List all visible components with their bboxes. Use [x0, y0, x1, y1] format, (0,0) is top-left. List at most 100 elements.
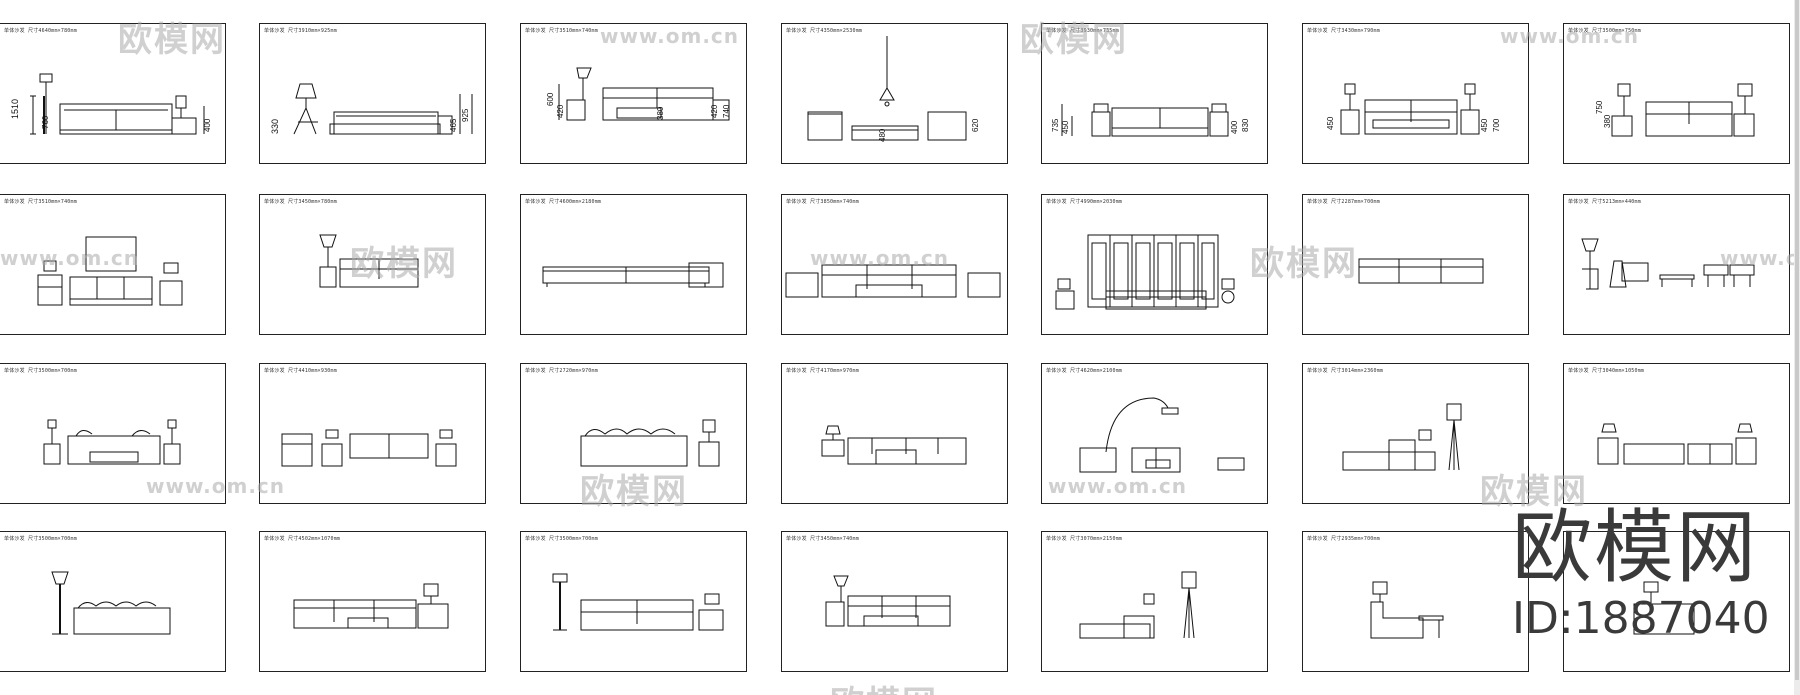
sofa-elevation-drawing — [37, 236, 183, 306]
sofa-elevation-sheet-7: 单体沙发 尺寸3500mm×750mm 750 380 — [1563, 23, 1790, 164]
sofa-elevation-drawing — [821, 425, 967, 465]
sofa-elevation-sheet-19: 单体沙发 尺寸4620mm×2100mm — [1041, 363, 1268, 504]
sofa-elevation-sheet-14: 单体沙发 尺寸5213mm×440mm — [1563, 194, 1790, 335]
sofa-elevation-drawing: 750 380 — [1595, 83, 1755, 137]
sofa-elevation-drawing — [580, 419, 720, 467]
dim-sofa-label: 620 — [971, 118, 980, 132]
vertical-scrollbar[interactable] — [1794, 0, 1800, 695]
sheet-caption: 单体沙发 尺寸3510mm×740mm — [4, 199, 77, 205]
dim-lamp-label: 750 — [1595, 100, 1604, 114]
sofa-elevation-sheet-4: 单体沙发 尺寸4350mm×2530mm 480 620 — [781, 23, 1008, 164]
sofa-elevation-sheet-12: 单体沙发 尺寸4990mm×2030mm — [1041, 194, 1268, 335]
dim-chair-label: 330 — [270, 119, 280, 134]
sofa-elevation-sheet-5: 单体沙发 尺寸3930mm×735mm 735 450 400 830 — [1041, 23, 1268, 164]
sofa-elevation-drawing — [1358, 258, 1484, 284]
dim-coffee-label: 380 — [656, 106, 665, 120]
sofa-elevation-drawing — [319, 234, 419, 288]
dim-side-label: 400 — [1230, 120, 1239, 134]
sheet-caption: 单体沙发 尺寸4600mm×2180mm — [525, 199, 602, 205]
sofa-elevation-sheet-26: 单体沙发 尺寸3070mm×2150mm — [1041, 531, 1268, 672]
sofa-elevation-drawing — [785, 264, 1001, 298]
sofa-elevation-sheet-17: 单体沙发 尺寸2720mm×970mm — [520, 363, 747, 504]
sofa-elevation-drawing — [1633, 581, 1695, 635]
dim-seat-label: 465 — [449, 118, 458, 132]
sofa-elevation-drawing — [825, 575, 951, 627]
sofa-elevation-sheet-15: 单体沙发 尺寸3500mm×700mm — [0, 363, 226, 504]
sofa-elevation-sheet-21: 单体沙发 尺寸3040mm×1050mm — [1563, 363, 1790, 504]
model-id: ID:1887040 — [1512, 593, 1770, 644]
sheet-caption: 单体沙发 尺寸4410mm×930mm — [264, 368, 337, 374]
sheet-caption: 单体沙发 尺寸3500mm×700mm — [525, 536, 598, 542]
sheet-caption: 单体沙发 尺寸3500mm×750mm — [1568, 28, 1641, 34]
dim-side-label: 420 — [710, 104, 719, 118]
dim-sofa-label: 830 — [1241, 118, 1250, 132]
sofa-elevation-drawing: 450 450 700 — [1326, 83, 1501, 135]
dim-side-label: 450 — [1480, 118, 1489, 132]
sheet-caption: 单体沙发 尺寸3510mm×740mm — [525, 28, 598, 34]
sheet-caption: 单体沙发 尺寸3500mm×700mm — [4, 368, 77, 374]
dim-height-label: 1510 — [10, 99, 20, 119]
sofa-elevation-drawing — [293, 583, 449, 629]
sofa-elevation-drawing — [1597, 423, 1757, 465]
sheet-caption: 单体沙发 尺寸4170mm×970mm — [786, 368, 859, 374]
sofa-elevation-sheet-25: 单体沙发 尺寸3450mm×740mm — [781, 531, 1008, 672]
sofa-elevation-drawing — [1342, 403, 1462, 471]
sofa-elevation-sheet-16: 单体沙发 尺寸4410mm×930mm — [259, 363, 486, 504]
dim-table-label: 450 — [1061, 120, 1070, 134]
sheet-caption: 单体沙发 尺寸3450mm×780mm — [264, 199, 337, 205]
sheet-caption: 单体沙发 尺寸2935mm×700mm — [1307, 536, 1380, 542]
sofa-elevation-drawing — [51, 571, 171, 635]
dim-table-label: 380 — [1603, 114, 1612, 128]
sheet-caption: 单体沙发 尺寸3910mm×925mm — [264, 28, 337, 34]
sheet-caption: 单体沙发 尺寸3070mm×2150mm — [1046, 536, 1123, 542]
dim-lamp-label: 600 — [546, 92, 555, 106]
sofa-elevation-drawing — [1370, 581, 1444, 639]
sheet-caption: 单体沙发 尺寸3040mm×1050mm — [1568, 368, 1645, 374]
scrollbar-thumb[interactable] — [1795, 0, 1799, 680]
sofa-elevation-sheet-13: 单体沙发 尺寸2287mm×700mm — [1302, 194, 1529, 335]
sheet-caption: 单体沙发 尺寸3850mm×740mm — [786, 199, 859, 205]
sofa-elevation-sheet-11: 单体沙发 尺寸3850mm×740mm — [781, 194, 1008, 335]
sofa-elevation-sheet-24: 单体沙发 尺寸3500mm×700mm — [520, 531, 747, 672]
sofa-elevation-drawing: 480 620 — [807, 36, 980, 142]
sofa-elevation-sheet-1: 单体沙发 尺寸4640mm×780mm 1510 760 400 — [0, 23, 226, 164]
sofa-elevation-sheet-27: 单体沙发 尺寸2935mm×700mm — [1302, 531, 1529, 672]
brand-overlay: 欧模网 ID:1887040 — [1512, 508, 1800, 644]
sofa-elevation-sheet-10: 单体沙发 尺寸4600mm×2180mm — [520, 194, 747, 335]
sofa-elevation-drawing: 1510 760 400 — [10, 73, 212, 135]
sheet-caption: 单体沙发 尺寸2287mm×700mm — [1307, 199, 1380, 205]
sheet-caption: 单体沙发 尺寸4990mm×2030mm — [1046, 199, 1123, 205]
sofa-elevation-drawing: 600 420 380 420 740 — [546, 67, 731, 121]
sheet-caption: 单体沙发 尺寸5213mm×440mm — [1568, 199, 1641, 205]
sofa-elevation-sheet-20: 单体沙发 尺寸3014mm×2360mm — [1302, 363, 1529, 504]
sofa-elevation-drawing — [43, 419, 181, 465]
dim-sofa-label: 740 — [722, 104, 731, 118]
sheet-caption: 单体沙发 尺寸3014mm×2360mm — [1307, 368, 1384, 374]
dim-table-label: 400 — [203, 118, 212, 132]
sofa-elevation-sheet-23: 单体沙发 尺寸4502mm×1070mm — [259, 531, 486, 672]
sofa-elevation-drawing — [1581, 238, 1755, 290]
sofa-elevation-drawing — [1079, 571, 1197, 639]
dim-total-label: 925 — [461, 108, 470, 122]
dim-sofa-label: 760 — [41, 115, 50, 129]
sheet-caption: 单体沙发 尺寸3930mm×735mm — [1046, 28, 1119, 34]
sofa-elevation-drawing — [1079, 397, 1245, 473]
sheet-caption: 单体沙发 尺寸4350mm×2530mm — [786, 28, 863, 34]
sofa-elevation-sheet-22: 单体沙发 尺寸3500mm×700mm — [0, 531, 226, 672]
sofa-elevation-sheet-8: 单体沙发 尺寸3510mm×740mm — [0, 194, 226, 335]
sheet-caption: 单体沙发 尺寸3430mm×790mm — [1307, 28, 1380, 34]
sofa-elevation-sheet-28 — [1563, 531, 1790, 672]
dim-sofa-label: 700 — [1492, 118, 1501, 132]
sofa-elevation-drawing — [542, 262, 724, 288]
sofa-elevation-sheet-18: 单体沙发 尺寸4170mm×970mm — [781, 363, 1008, 504]
sofa-elevation-drawing — [281, 429, 457, 467]
watermark-brand: 欧模网 — [830, 676, 938, 695]
sofa-elevation-sheet-3: 单体沙发 尺寸3510mm×740mm 600 420 380 420 740 — [520, 23, 747, 164]
sofa-elevation-sheet-6: 单体沙发 尺寸3430mm×790mm 450 450 700 — [1302, 23, 1529, 164]
sheet-caption: 单体沙发 尺寸4640mm×780mm — [4, 28, 77, 34]
sheet-caption: 单体沙发 尺寸3500mm×700mm — [4, 536, 77, 542]
sofa-elevation-drawing: 330 465 925 — [270, 83, 473, 135]
sheet-caption: 单体沙发 尺寸4502mm×1070mm — [264, 536, 341, 542]
sofa-elevation-sheet-2: 单体沙发 尺寸3910mm×925mm 330 465 925 — [259, 23, 486, 164]
